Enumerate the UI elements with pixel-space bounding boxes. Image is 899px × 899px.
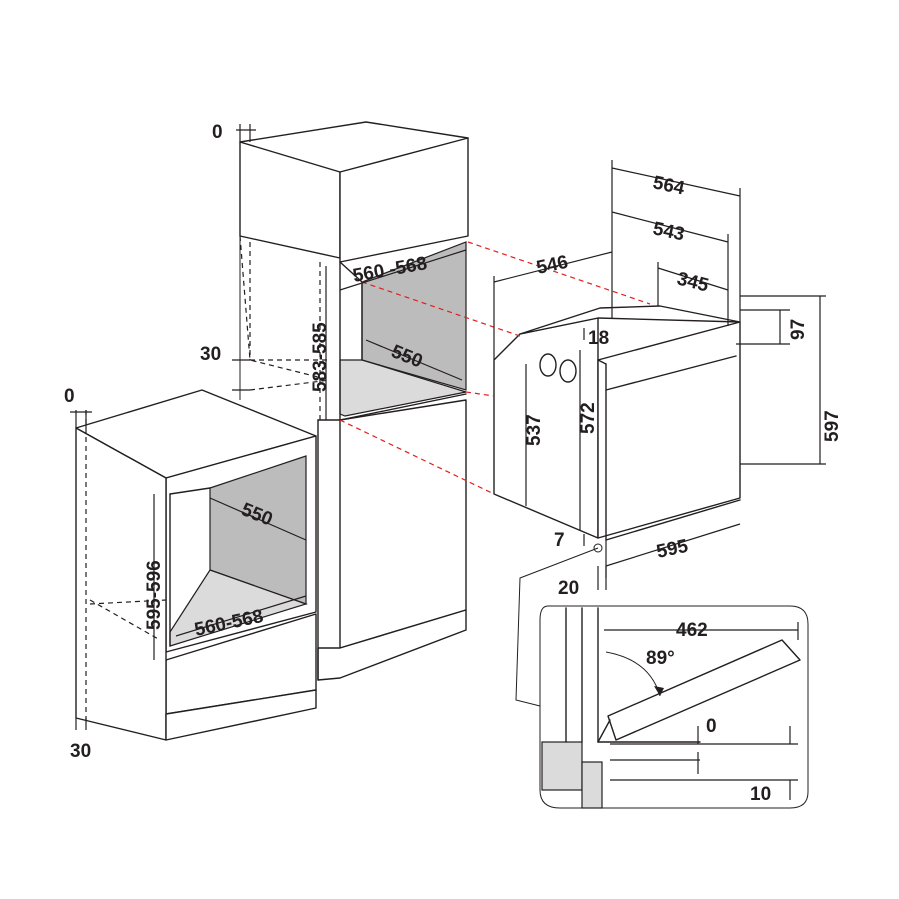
label-side-30-tall: 30 <box>200 344 221 365</box>
label-oven-543: 543 <box>651 218 686 245</box>
oven <box>493 305 741 541</box>
label-top-offset: 0 <box>212 122 223 143</box>
label-oven-564: 564 <box>651 172 687 199</box>
label-door-angle: 89° <box>646 648 675 669</box>
label-oven-595: 595 <box>655 536 691 563</box>
door-detail <box>515 543 809 809</box>
label-oven-537: 537 <box>524 414 545 446</box>
label-door-462: 462 <box>676 620 708 641</box>
label-door-0: 0 <box>706 716 717 737</box>
label-oven-97: 97 <box>788 319 809 340</box>
tall-cabinet <box>239 121 469 681</box>
label-oven-7: 7 <box>554 530 565 551</box>
dimension-lines <box>70 124 826 800</box>
label-door-10: 10 <box>750 784 771 805</box>
label-oven-20: 20 <box>558 578 579 599</box>
label-oven-345: 345 <box>675 268 711 296</box>
base-cabinet <box>75 389 317 741</box>
label-oven-18: 18 <box>588 328 609 349</box>
label-side-30-base: 30 <box>70 741 91 762</box>
label-tall-height: 583-585 <box>310 322 331 392</box>
label-base-height: 595-596 <box>144 560 165 630</box>
label-left-offset: 0 <box>64 386 75 407</box>
label-oven-597: 597 <box>822 410 843 442</box>
label-oven-572: 572 <box>578 402 599 434</box>
